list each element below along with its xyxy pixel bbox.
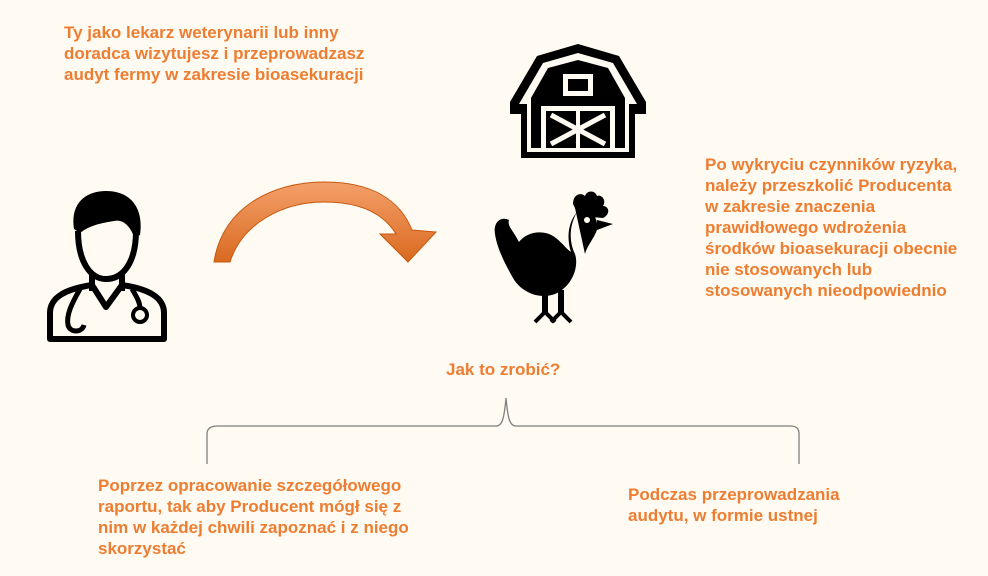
veterinarian-icon (47, 191, 167, 342)
option-detailed-report: Poprzez opracowanie szczegółowego raport… (98, 476, 409, 558)
option-oral-during-audit: Podczas przeprowadzania audytu, w formie… (628, 485, 840, 525)
chicken-icon (494, 191, 613, 324)
barn-icon (510, 44, 646, 158)
question-text: Jak to zrobić? (446, 360, 561, 379)
risk-factors-text: Po wykryciu czynników ryzyka, należy prz… (705, 155, 958, 300)
curved-arrow-icon (213, 181, 438, 263)
curly-bracket-icon (206, 397, 800, 464)
intro-text: Ty jako lekarz weterynarii lub inny dora… (64, 23, 365, 84)
